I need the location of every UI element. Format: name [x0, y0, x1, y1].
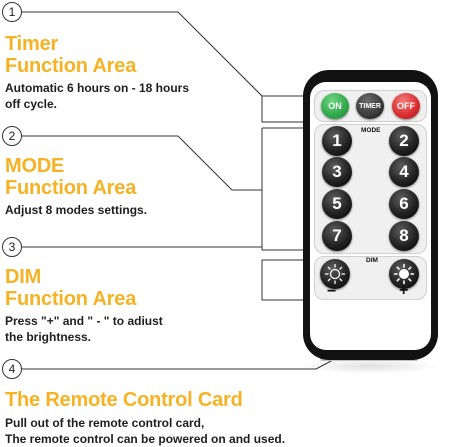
mode-description: Adjust 8 modes settings.	[5, 203, 148, 217]
dim-label: DIM	[366, 257, 378, 264]
sun-outline-icon	[324, 263, 346, 285]
timer-description: Automatic 6 hours on - 18 hours off cycl…	[5, 81, 190, 111]
mode-label: MODE	[361, 127, 381, 134]
mode-key-7[interactable]: 7	[322, 221, 352, 251]
sun-filled-icon	[393, 263, 415, 285]
mode-key-2[interactable]: 2	[389, 126, 419, 156]
mode-title: MODE Function Area	[5, 155, 137, 199]
mode-key-3[interactable]: 3	[322, 157, 352, 187]
section-number-3: 3	[2, 237, 22, 257]
section-number-4: 4	[2, 359, 22, 379]
section-number-1: 1	[2, 2, 22, 22]
section-number-2: 2	[2, 126, 22, 146]
card-shadow	[300, 358, 440, 374]
connector-mode	[22, 135, 262, 191]
dim-down-button[interactable]	[320, 259, 350, 289]
mode-key-1[interactable]: 1	[322, 126, 352, 156]
on-button[interactable]: ON	[321, 93, 349, 119]
mode-key-4[interactable]: 4	[389, 157, 419, 187]
off-button[interactable]: OFF	[392, 93, 420, 119]
card-description: Pull out of the remote control card, The…	[5, 416, 286, 446]
minus-label: −	[327, 283, 337, 300]
dim-title: DIM Function Area	[5, 266, 137, 310]
mode-key-6[interactable]: 6	[389, 189, 419, 219]
dim-up-button[interactable]	[389, 259, 419, 289]
dim-description: Press "+" and " - " to adiust the bright…	[5, 314, 163, 344]
timer-button[interactable]: TIMER	[356, 93, 384, 119]
timer-title: Timer Function Area	[5, 33, 137, 77]
mode-key-8[interactable]: 8	[389, 221, 419, 251]
mode-key-5[interactable]: 5	[322, 189, 352, 219]
card-title: The Remote Control Card	[5, 389, 243, 411]
plus-label: +	[399, 282, 409, 299]
